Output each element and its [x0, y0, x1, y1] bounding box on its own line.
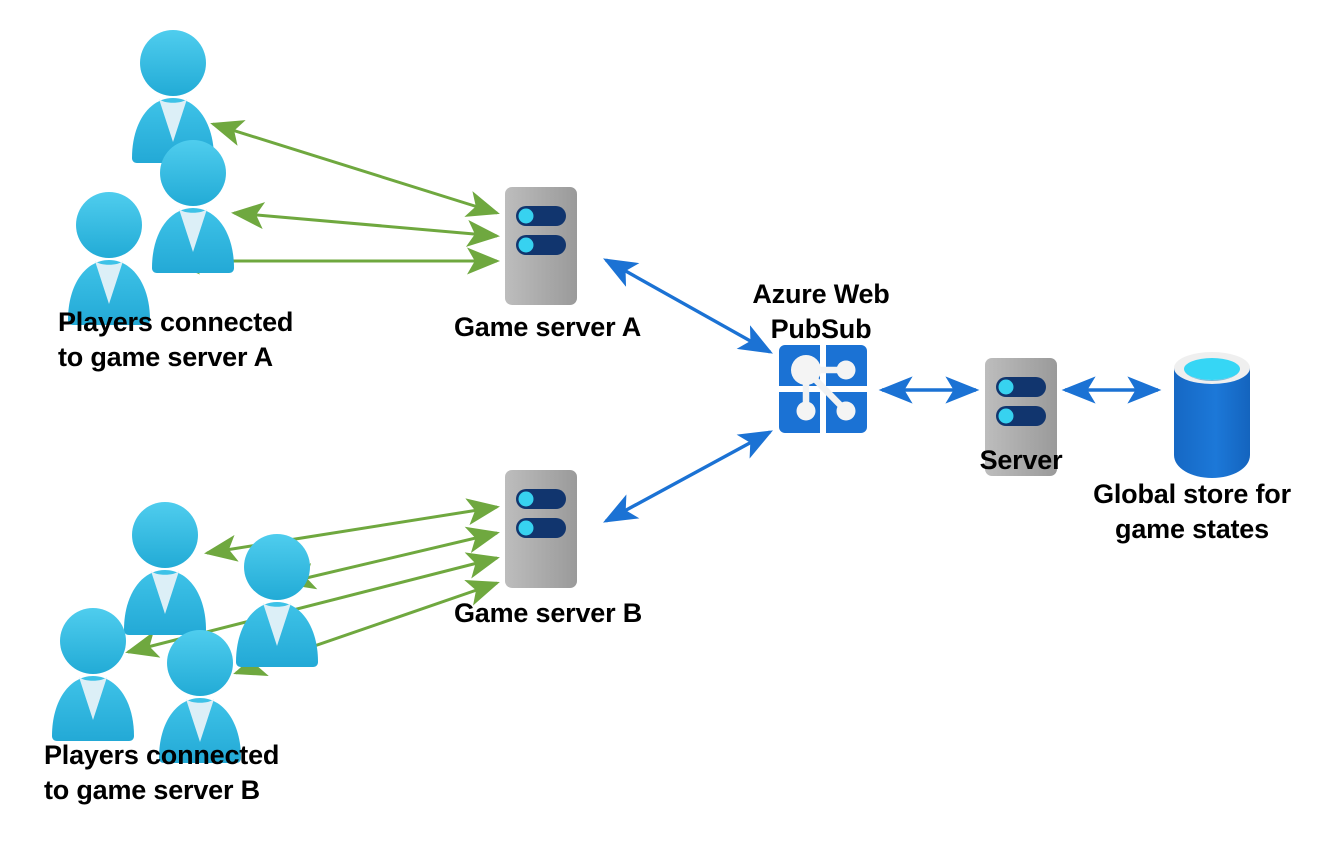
server-label: Server	[979, 445, 1063, 475]
game-server-a-label: Game server A	[454, 312, 642, 342]
player-group-b	[52, 502, 318, 763]
connection-game-server-b-player-b-2	[282, 526, 500, 590]
connection-game-server-b-player-b-1	[204, 498, 500, 562]
azure-web-pubsub-icon[interactable]	[779, 345, 867, 433]
player-avatar[interactable]	[52, 608, 134, 741]
connection-game-server-b-azure-web-pubsub	[603, 430, 773, 523]
connection-game-server-a-azure-web-pubsub	[603, 258, 773, 354]
connection-game-server-a-player-a-1	[210, 120, 500, 217]
game-server-b-icon[interactable]	[505, 470, 577, 588]
player-group-a	[68, 30, 234, 325]
player-avatar[interactable]	[152, 140, 234, 273]
connections-blue	[603, 258, 1162, 523]
connection-game-server-a-player-a-2	[231, 202, 500, 247]
players-a-label: Players connected to game server A	[58, 307, 294, 372]
game-server-b-label: Game server B	[454, 598, 643, 628]
database-icon[interactable]	[1174, 352, 1250, 478]
global-store-label: Global store for game states	[1093, 479, 1291, 544]
players-b-label: Players connected to game server B	[44, 740, 280, 805]
player-avatar[interactable]	[124, 502, 206, 635]
azure-web-pubsub-label: Azure Web PubSub	[752, 279, 890, 344]
player-avatar[interactable]	[236, 534, 318, 667]
game-server-a-icon[interactable]	[505, 187, 577, 305]
